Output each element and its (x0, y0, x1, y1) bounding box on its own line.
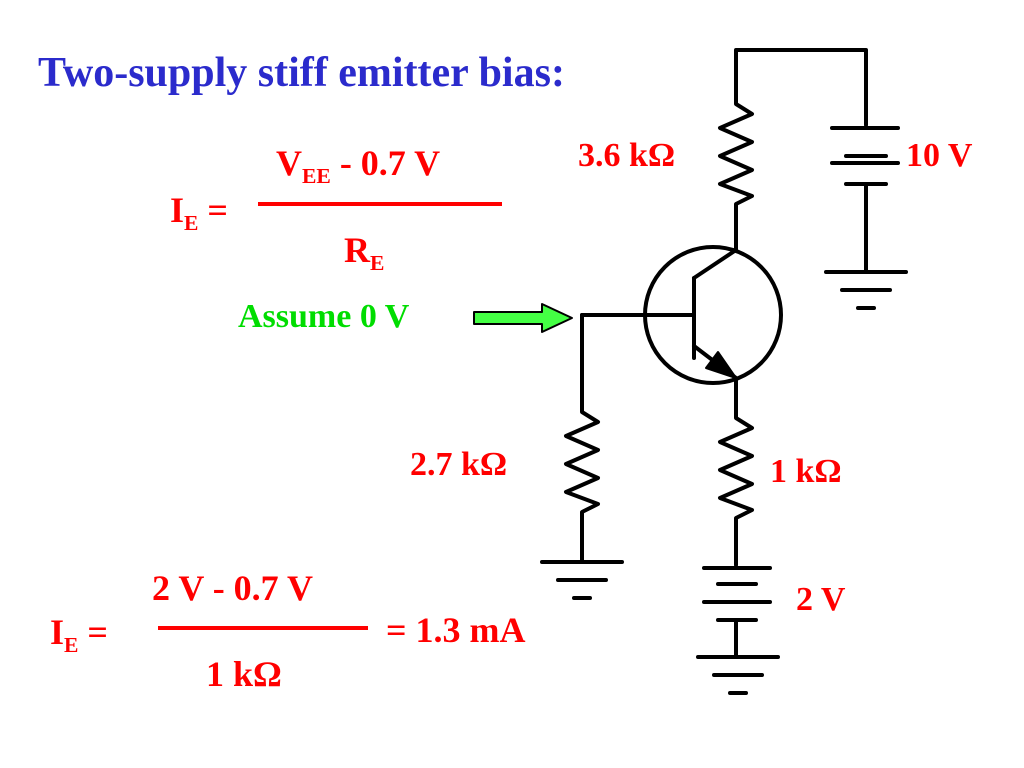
formula1-lhs: IE = (170, 190, 228, 233)
base-resistor-symbol (564, 404, 600, 564)
formula1-den-main: R (344, 230, 370, 270)
formula2-numerator: 2 V - 0.7 V (152, 568, 314, 608)
formula2-lhs: IE = (50, 612, 108, 655)
formula1-num-rest: - 0.7 V (330, 143, 441, 183)
label-collector-resistor: 3.6 kΩ (578, 137, 676, 174)
formula1-denominator: RE (344, 230, 384, 273)
formula2-lhs-main: I (50, 612, 65, 652)
formula1-num-main: V (276, 143, 302, 183)
assume-pointer-arrow (473, 303, 573, 333)
page-title: Two-supply stiff emitter bias: (38, 50, 565, 96)
emitter-arrow-head (705, 351, 737, 379)
formula2-denominator: 1 kΩ (206, 654, 282, 694)
formula1-num-sub: EE (302, 163, 331, 188)
formula1-lhs-main: I (170, 190, 185, 230)
collector-top-wire (734, 48, 868, 127)
formula2-lhs-sub: E (64, 632, 79, 657)
formula1-den-sub: E (370, 250, 385, 275)
formula2-equals: = (78, 612, 108, 652)
formula1-lhs-sub: E (184, 210, 199, 235)
label-collector-supply: 10 V (906, 137, 973, 174)
formula1-equals: = (198, 190, 228, 230)
formula1-numerator: VEE - 0.7 V (276, 143, 441, 186)
label-emitter-resistor: 1 kΩ (770, 453, 842, 490)
assume-note: Assume 0 V (238, 298, 410, 335)
label-base-resistor: 2.7 kΩ (410, 446, 508, 483)
formula2-result: = 1.3 mA (386, 610, 526, 650)
collector-wire (692, 208, 738, 280)
collector-resistor-symbol (718, 96, 754, 212)
emitter-resistor-symbol (718, 408, 754, 567)
label-emitter-supply: 2 V (796, 581, 846, 618)
